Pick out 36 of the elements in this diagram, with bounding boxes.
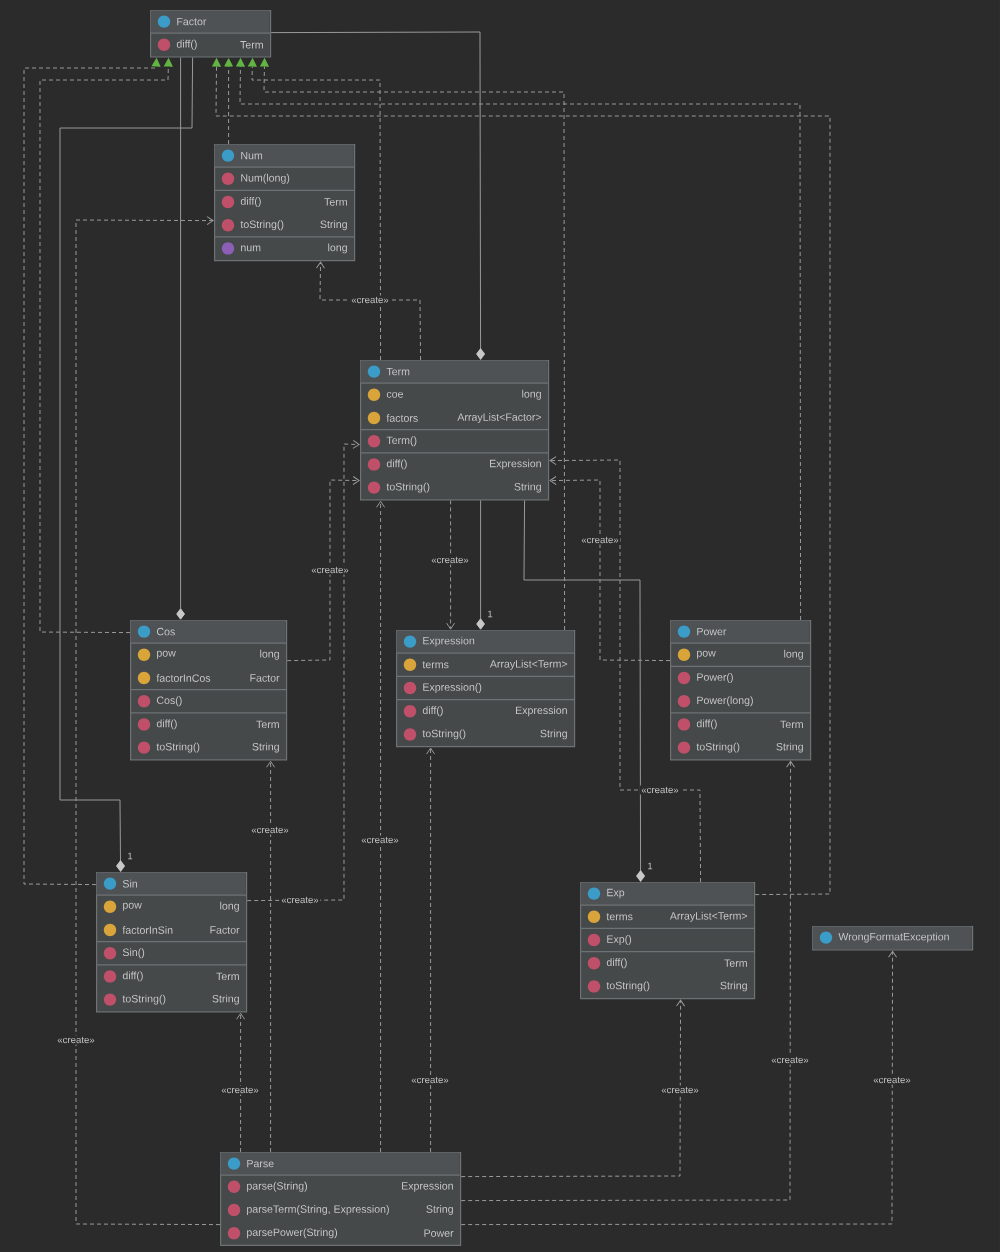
- composition-line: [176, 57, 185, 620]
- dependency-arrow: [236, 1012, 246, 1153]
- class-box: [669, 620, 812, 761]
- realization-arrow: [23, 58, 161, 886]
- class-box: [359, 360, 550, 501]
- dependency-arrow: [286, 475, 360, 662]
- dependency-arrow: [316, 261, 422, 361]
- dependency-arrow: [549, 476, 671, 662]
- dependency-arrow: [460, 999, 686, 1178]
- dependency-arrow: [246, 439, 360, 902]
- realization-arrow: [236, 58, 802, 621]
- dependency-arrow: [549, 456, 702, 883]
- dependency-arrow: [376, 500, 386, 1153]
- realization-arrow: [224, 58, 233, 145]
- realization-arrow: [212, 58, 831, 896]
- dependency-arrow: [75, 216, 221, 1226]
- composition-line: [59, 57, 194, 872]
- dependency-arrow: [460, 950, 898, 1226]
- dependency-arrow: [460, 760, 796, 1202]
- realization-arrow: [260, 58, 566, 631]
- realization-arrow: [248, 58, 382, 361]
- class-box: [812, 926, 974, 951]
- class-box: [219, 1152, 462, 1246]
- class-box: [129, 620, 288, 761]
- dependency-arrow: [426, 747, 436, 1153]
- dependency-arrow: [266, 760, 276, 1153]
- class-box: [213, 144, 356, 262]
- composition-line: [523, 499, 645, 882]
- realization-arrow: [39, 58, 173, 634]
- dependency-arrow: [446, 499, 456, 630]
- class-box: [149, 10, 272, 58]
- class-box: [95, 872, 248, 1013]
- class-box: [579, 882, 756, 1000]
- composition-line: [476, 499, 485, 630]
- composition-line: [270, 31, 485, 360]
- class-box: [395, 630, 576, 748]
